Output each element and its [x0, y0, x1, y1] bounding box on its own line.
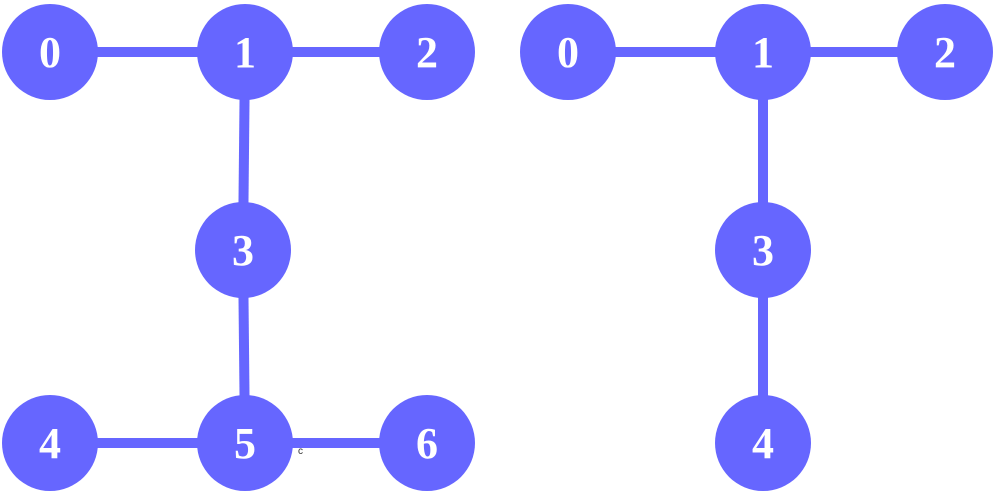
node-1 [715, 4, 811, 100]
node-4 [715, 395, 811, 491]
node-label-1: 1 [752, 28, 774, 77]
node-6 [379, 395, 475, 491]
node-label-4: 4 [752, 419, 774, 468]
node-label-1: 1 [234, 28, 256, 77]
node-1 [197, 4, 293, 100]
node-label-6: 6 [416, 419, 438, 468]
node-label-0: 0 [39, 28, 61, 77]
node-5 [197, 395, 293, 491]
node-3 [195, 202, 291, 298]
node-label-5: 5 [234, 419, 256, 468]
node-label-3: 3 [232, 226, 254, 275]
node-3 [715, 202, 811, 298]
node-4 [2, 395, 98, 491]
node-label-3: 3 [752, 226, 774, 275]
right-graph: 0 1 2 3 4 [520, 4, 993, 491]
node-label-4: 4 [39, 419, 61, 468]
node-label-2: 2 [416, 28, 438, 77]
node-2 [379, 4, 475, 100]
stray-mark: c [298, 446, 303, 457]
left-graph: 0 1 2 3 4 5 6 [2, 4, 475, 491]
node-label-2: 2 [934, 28, 956, 77]
node-0 [520, 4, 616, 100]
node-label-0: 0 [557, 28, 579, 77]
node-0 [2, 4, 98, 100]
node-2 [897, 4, 993, 100]
